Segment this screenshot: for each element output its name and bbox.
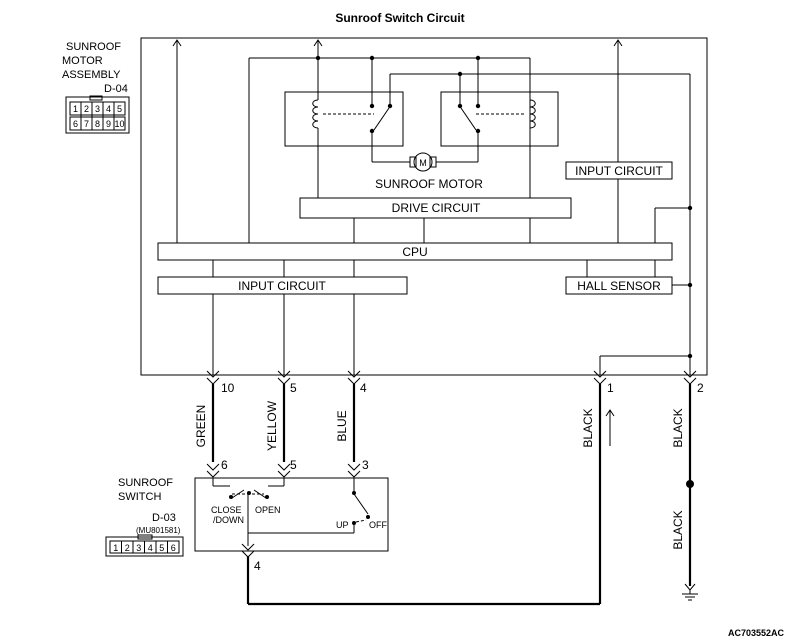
switch-connector-icon: 1 2 3 4 5 6 [105, 534, 184, 557]
svg-text:5: 5 [159, 543, 164, 553]
svg-text:10: 10 [114, 119, 124, 129]
svg-text:3: 3 [95, 104, 100, 114]
svg-text:9: 9 [106, 119, 111, 129]
switch-connector-chevrons [206, 463, 361, 558]
input-circuit-left-label: INPUT CIRCUIT [238, 279, 326, 293]
svg-text:2: 2 [84, 104, 89, 114]
wire-black-3-label: BLACK [671, 510, 685, 549]
motor-connector-icon: 1 2 3 4 5 6 7 8 9 10 [65, 95, 130, 134]
wire-blue-label: BLUE [335, 410, 349, 441]
sunroof-switch-label: SUNROOF SWITCH D-03 (MU801581) [118, 477, 181, 535]
svg-text:1: 1 [73, 104, 78, 114]
drive-circuit-box [299, 197, 572, 219]
cpu-box [157, 242, 673, 261]
svg-text:2: 2 [125, 543, 130, 553]
pin-2-label: 2 [697, 381, 704, 395]
wire-green-label: GREEN [194, 405, 208, 448]
motor-assembly-label: SUNROOF MOTOR ASSEMBLY D-04 [62, 41, 128, 95]
pin-4-label: 4 [360, 381, 367, 395]
input-circuit-right-box [565, 161, 673, 180]
svg-text:5: 5 [117, 104, 122, 114]
off-label: OFF [369, 520, 387, 530]
svg-text:7: 7 [84, 119, 89, 129]
pin-10-label: 10 [221, 381, 235, 395]
svg-text:SUNROOF: SUNROOF [66, 41, 121, 53]
open-label: OPEN [255, 505, 281, 515]
switch-pin-6-label: 6 [221, 458, 228, 472]
assembly-connector-chevrons [206, 370, 697, 385]
switch-part-number: (MU801581) [136, 526, 181, 535]
pin-5-label: 5 [290, 381, 297, 395]
sunroof-motor-label: SUNROOF MOTOR [375, 177, 483, 191]
ground-icon [682, 583, 698, 601]
svg-text:3: 3 [136, 543, 141, 553]
wire-black-2-label: BLACK [671, 408, 685, 447]
svg-text:6: 6 [73, 119, 78, 129]
input-circuit-right-label: INPUT CIRCUIT [575, 164, 663, 178]
svg-text:SWITCH: SWITCH [118, 491, 161, 503]
motor-connector-id: D-04 [104, 83, 128, 95]
svg-text:M: M [419, 158, 427, 168]
hall-sensor-label: HALL SENSOR [577, 279, 661, 293]
wire-yellow-label: YELLOW [265, 400, 279, 451]
svg-text:MOTOR: MOTOR [62, 55, 103, 67]
diagram-title: Sunroof Switch Circuit [335, 11, 464, 25]
switch-internal-wiring [212, 478, 370, 546]
svg-text:1: 1 [113, 543, 118, 553]
svg-text:ASSEMBLY: ASSEMBLY [62, 69, 121, 81]
svg-text:SUNROOF: SUNROOF [118, 477, 173, 489]
hall-sensor-box [565, 276, 673, 295]
switch-pin-4-label: 4 [254, 559, 261, 573]
wire-black-1-label: BLACK [581, 408, 595, 447]
down-label: /DOWN [213, 515, 244, 525]
input-circuit-left-box [157, 276, 408, 295]
close-label: CLOSE [211, 505, 242, 515]
up-label: UP [336, 520, 349, 530]
drive-circuit-label: DRIVE CIRCUIT [392, 201, 481, 215]
svg-text:4: 4 [106, 104, 111, 114]
sunroof-switch-box [194, 477, 389, 552]
harness-wires [211, 384, 694, 606]
switch-pin-5-label: 5 [290, 458, 297, 472]
motor-assembly-box [140, 37, 708, 376]
pin-1-label: 1 [607, 381, 614, 395]
switch-pin-3-label: 3 [362, 458, 369, 472]
svg-text:4: 4 [148, 543, 153, 553]
svg-text:8: 8 [95, 119, 100, 129]
switch-connector-id: D-03 [152, 512, 176, 524]
cpu-label: CPU [402, 245, 427, 259]
internal-wiring: M [172, 39, 693, 375]
svg-text:6: 6 [171, 543, 176, 553]
figure-code: AC703552AC [728, 628, 785, 638]
